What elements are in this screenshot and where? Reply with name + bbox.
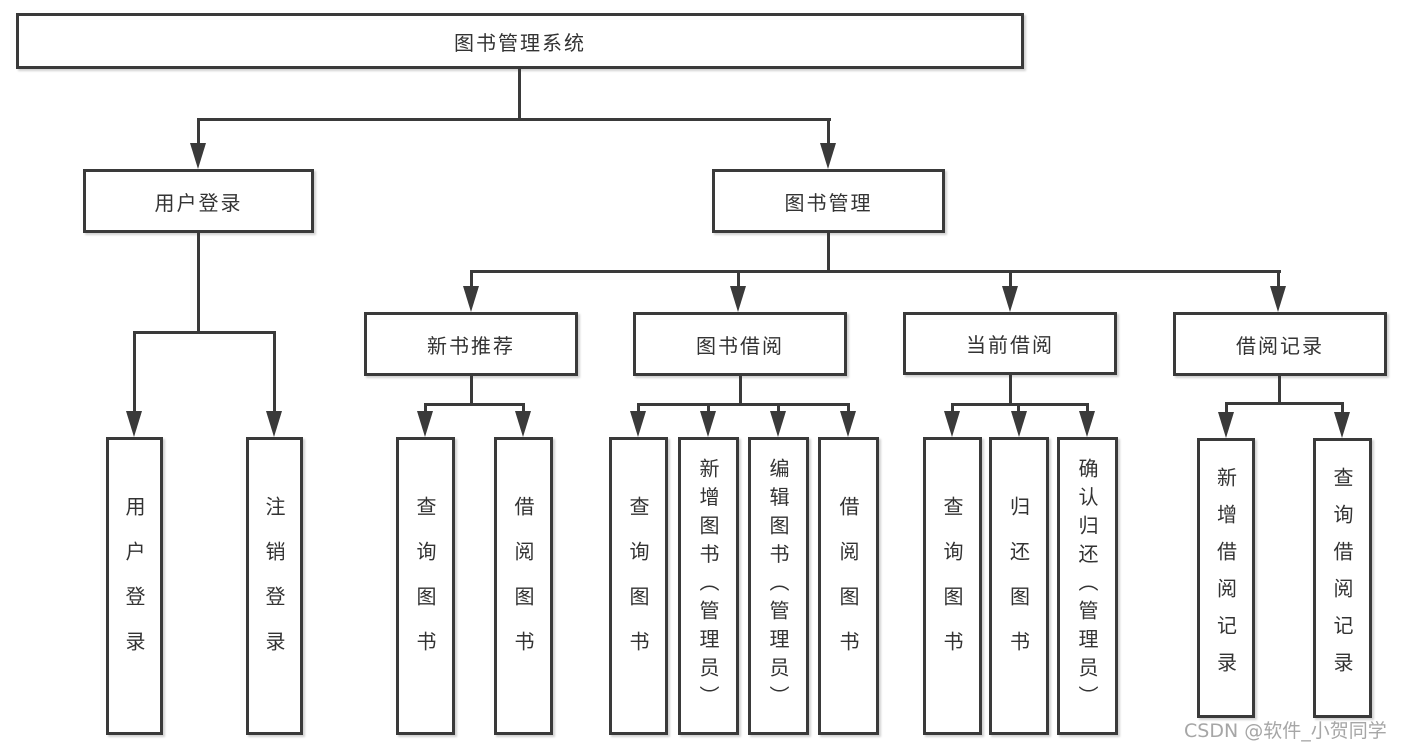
leaf-bb-edit-books-admin: 编辑图书（管理员） [748,437,809,735]
node-current-borrow-label: 当前借阅 [966,333,1054,357]
connector-line [1341,404,1344,414]
arrowhead-down-icon [1011,411,1027,437]
connector-line [707,405,710,413]
leaf-cb-query-books-label: 查询图书 [940,496,964,676]
connector-line [470,376,473,406]
connector-line [1086,405,1089,413]
connector-line [470,270,1281,273]
connector-line [522,405,525,413]
leaf-cb-query-books: 查询图书 [923,437,982,735]
arrowhead-down-icon [1079,411,1095,437]
csdn-watermark: CSDN @软件_小贺同学 [1184,720,1387,742]
leaf-cb-return-books-label: 归还图书 [1006,496,1031,676]
node-book-borrow: 图书借阅 [633,312,847,376]
connector-line [637,405,640,413]
leaf-bb-add-books-admin: 新增图书（管理员） [678,437,739,735]
node-current-borrow: 当前借阅 [903,312,1117,375]
connector-line [1225,402,1344,405]
connector-line [424,403,525,406]
arrowhead-down-icon [463,286,479,312]
arrowhead-down-icon [730,286,746,312]
leaf-logout: 注销登录 [246,437,303,735]
leaf-bb-edit-books-admin-label: 编辑图书（管理员） [766,458,790,714]
arrowhead-down-icon [1334,412,1350,438]
connector-line [133,331,276,334]
node-book-mgmt-label: 图书管理 [784,190,873,215]
arrowhead-down-icon [1002,286,1018,312]
node-root-label: 图书管理系统 [454,30,586,55]
leaf-rec-query-books: 查询图书 [396,437,455,735]
leaf-br-add-record-label: 新增借阅记录 [1213,467,1238,689]
arrowhead-down-icon [126,411,142,437]
leaf-rec-borrow-books-label: 借阅图书 [511,496,535,676]
connector-line [951,405,954,413]
node-root: 图书管理系统 [16,13,1024,69]
arrowhead-down-icon [944,411,960,437]
node-user-login-label: 用户登录 [154,190,243,215]
connector-line [637,403,850,406]
arrowhead-down-icon [630,411,646,437]
connector-line [518,69,521,121]
connector-line [777,405,780,413]
connector-line [197,233,200,334]
leaf-br-add-record: 新增借阅记录 [1197,438,1255,718]
leaf-bb-query-books-label: 查询图书 [626,496,650,676]
node-new-book-rec: 新书推荐 [364,312,578,376]
connector-line [424,405,427,413]
node-user-login: 用户登录 [83,169,314,233]
leaf-br-query-record-label: 查询借阅记录 [1330,467,1354,689]
arrowhead-down-icon [1270,286,1286,312]
connector-line [197,120,200,146]
arrowhead-down-icon [820,143,836,169]
connector-line [133,333,136,413]
arrowhead-down-icon [770,411,786,437]
connector-line [827,233,830,273]
leaf-cb-return-books: 归还图书 [989,437,1049,735]
arrowhead-down-icon [417,411,433,437]
connector-line [1017,405,1020,413]
connector-line [1009,272,1012,288]
connector-line [847,405,850,413]
connector-line [273,333,276,413]
connector-line [1225,404,1228,414]
connector-line [737,272,740,288]
leaf-br-query-record: 查询借阅记录 [1313,438,1372,718]
arrowhead-down-icon [840,411,856,437]
connector-line [739,376,742,405]
leaf-logout-label: 注销登录 [262,496,286,676]
node-book-borrow-label: 图书借阅 [696,333,784,358]
node-book-mgmt: 图书管理 [712,169,945,233]
connector-line [1009,375,1012,405]
arrowhead-down-icon [266,411,282,437]
node-borrow-records: 借阅记录 [1173,312,1387,376]
connector-line [951,403,1089,406]
node-new-book-rec-label: 新书推荐 [427,333,515,358]
arrowhead-down-icon [515,411,531,437]
connector-line [197,118,831,121]
leaf-rec-query-books-label: 查询图书 [413,496,437,676]
arrowhead-down-icon [190,143,206,169]
leaf-user-login-label: 用户登录 [122,496,146,676]
leaf-bb-query-books: 查询图书 [609,437,668,735]
leaf-cb-confirm-return-admin: 确认归还（管理员） [1057,437,1118,735]
connector-line [827,120,830,146]
connector-line [470,272,473,288]
leaf-bb-add-books-admin-label: 新增图书（管理员） [696,458,720,714]
leaf-cb-confirm-return-admin-label: 确认归还（管理员） [1075,458,1099,714]
leaf-bb-borrow-books: 借阅图书 [818,437,879,735]
leaf-rec-borrow-books: 借阅图书 [494,437,553,735]
leaf-user-login: 用户登录 [106,437,163,735]
arrowhead-down-icon [700,411,716,437]
leaf-bb-borrow-books-label: 借阅图书 [836,496,860,676]
arrowhead-down-icon [1218,412,1234,438]
connector-line [1278,376,1281,404]
node-borrow-records-label: 借阅记录 [1236,333,1324,358]
connector-line [1277,272,1280,288]
